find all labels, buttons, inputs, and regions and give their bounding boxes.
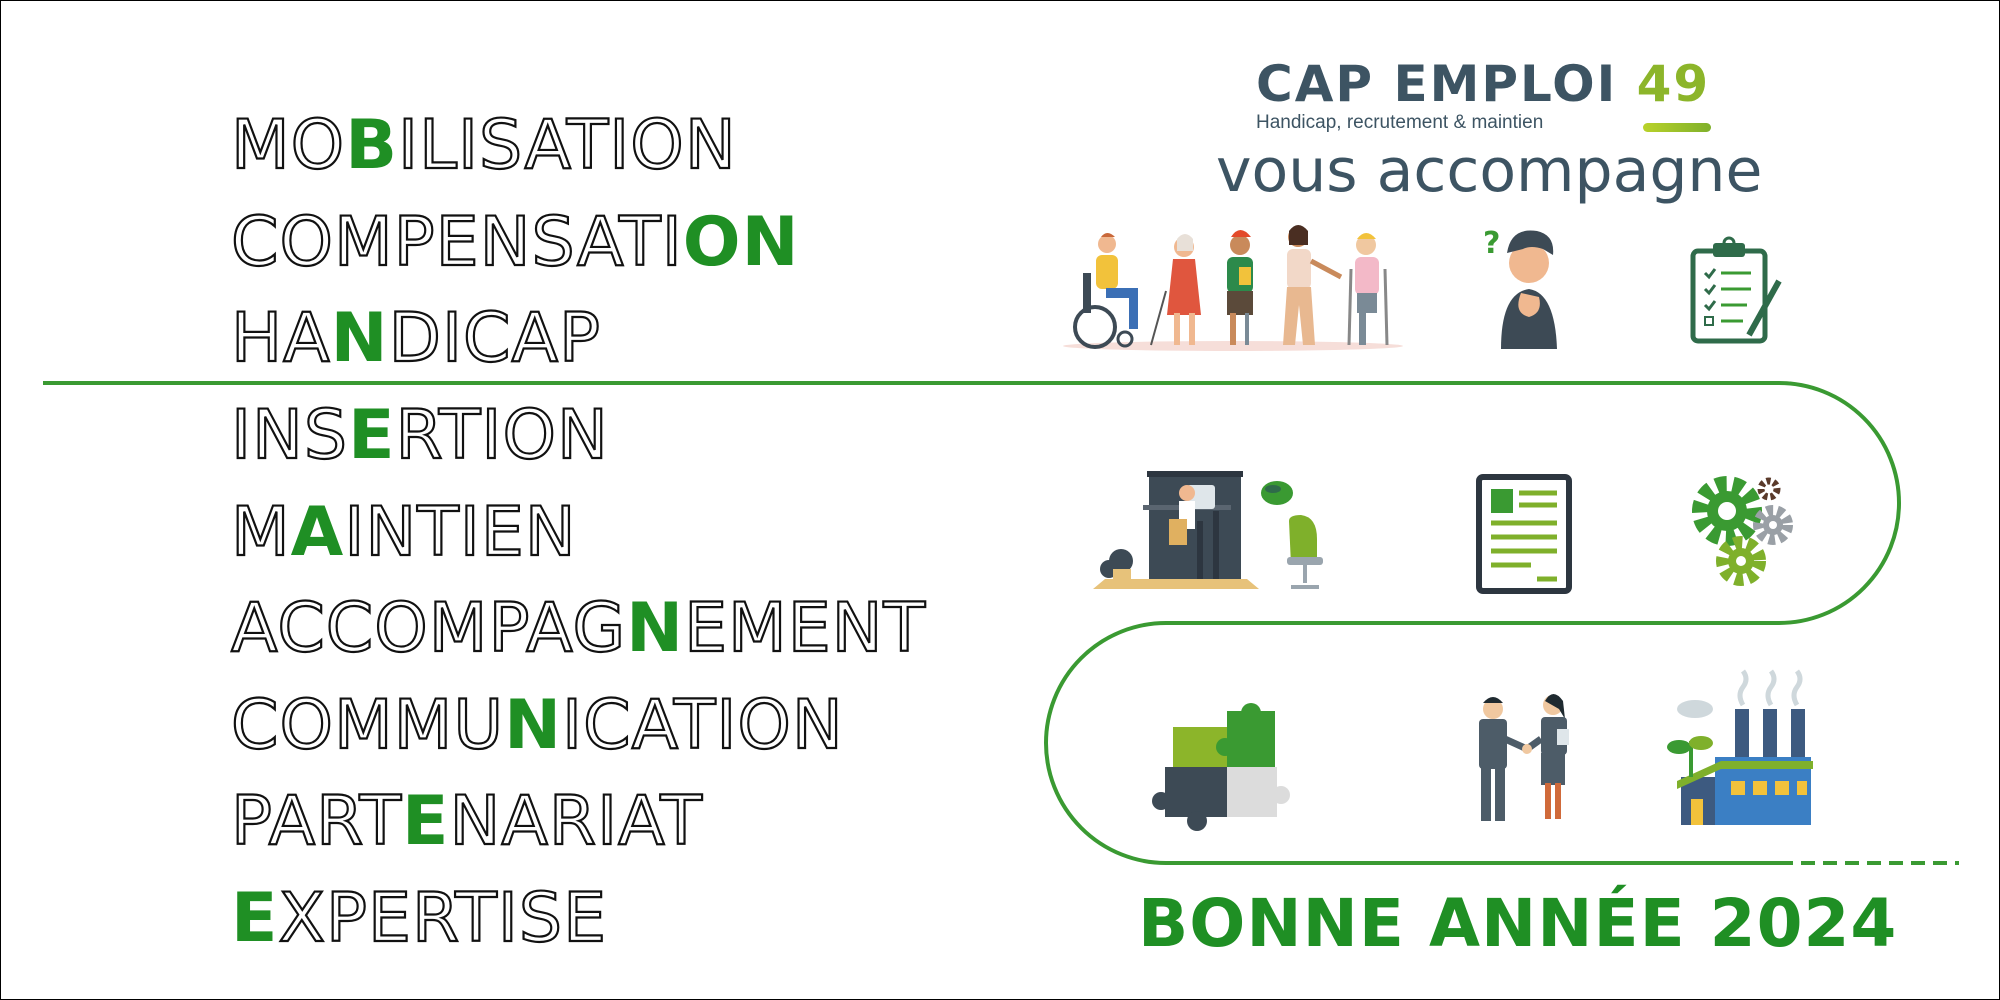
puzzle-icon: [1152, 703, 1290, 831]
people-diversity-icon: [1063, 225, 1403, 351]
cap-emploi-logo: CAP EMPLOI 49 Handicap, recrutement & ma…: [1256, 59, 1710, 134]
logo-tagline: Handicap, recrutement & maintien: [1256, 112, 1544, 133]
clipboard-checklist-icon: [1690, 236, 1782, 344]
document-icon: [1476, 474, 1572, 594]
subtitle: vous accompagne: [1216, 136, 1763, 206]
factory-icon: [1667, 669, 1813, 825]
logo-name: CAP EMPLOI: [1256, 55, 1618, 113]
thinking-person-icon: ?: [1483, 226, 1557, 349]
svg-text:?: ?: [1483, 226, 1500, 261]
handshake-icon: [1479, 694, 1569, 821]
logo-underline: [1643, 123, 1711, 132]
logo-number: 49: [1636, 55, 1711, 113]
new-year-greeting: BONNE ANNÉE 2024: [1138, 885, 1898, 962]
gears-icon: [1692, 476, 1793, 586]
adapted-workstation-icon: [1093, 471, 1323, 589]
